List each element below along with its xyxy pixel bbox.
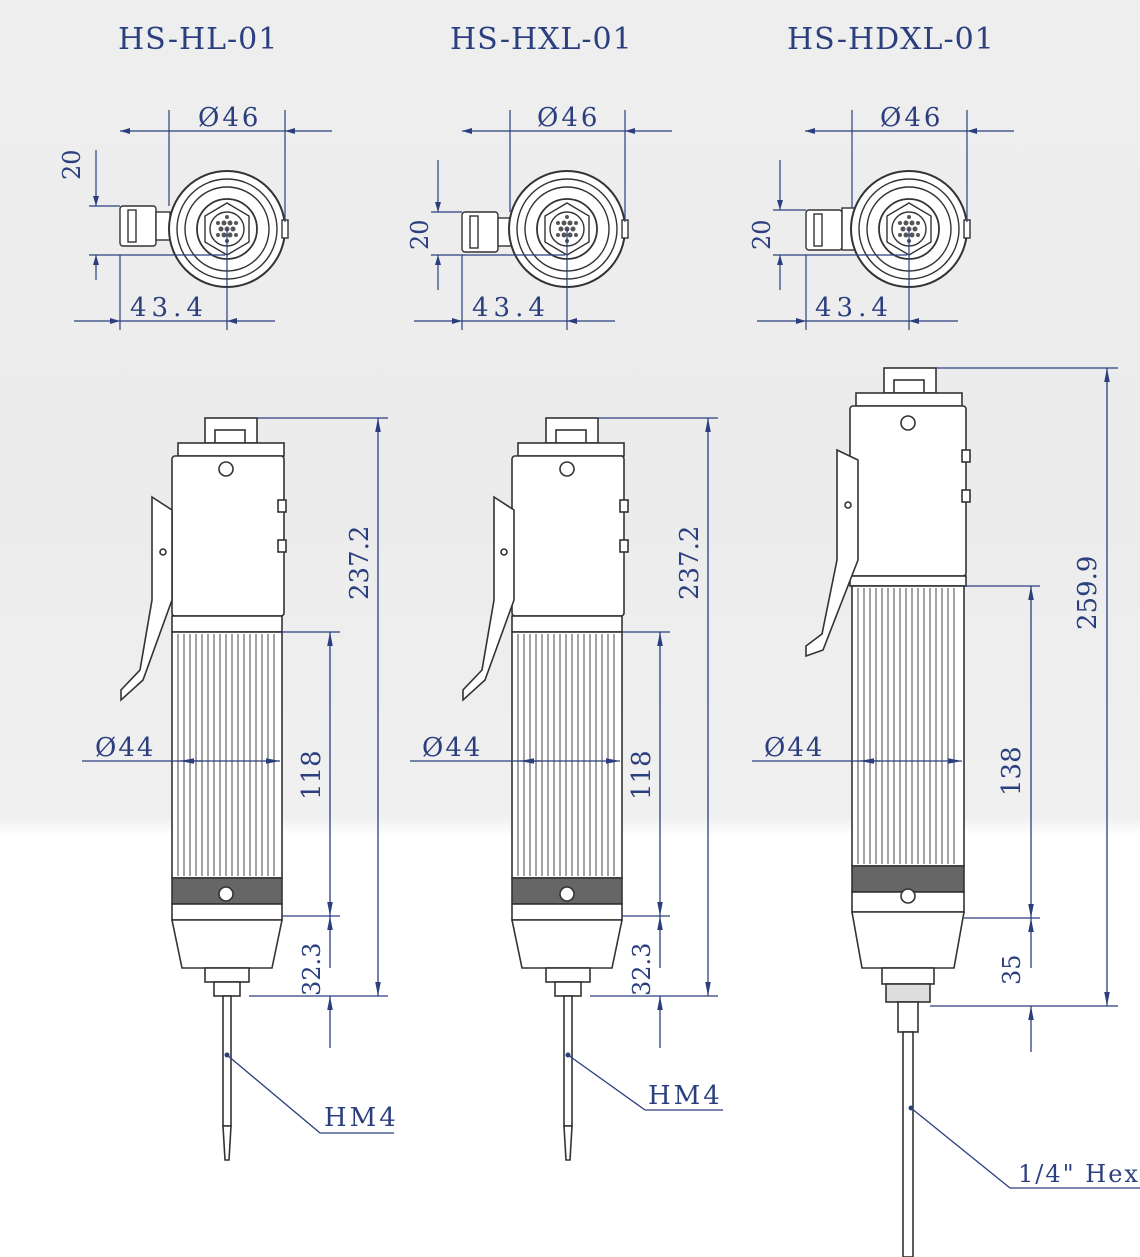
side-view-2-grip-diameter: Ø44 bbox=[422, 733, 482, 763]
top-view-2-dims bbox=[414, 110, 672, 330]
top-view-2 bbox=[461, 170, 629, 288]
side-view-1-total-length: 237.2 bbox=[345, 526, 375, 600]
model-title-1: HS-HL-01 bbox=[118, 22, 279, 57]
top-view-3 bbox=[805, 170, 971, 288]
side-view-3-grip-length: 138 bbox=[997, 746, 1027, 796]
side-view-2-nose-length: 32.3 bbox=[628, 943, 656, 996]
side-view-1 bbox=[120, 417, 287, 1161]
side-view-3-nose-length: 35 bbox=[998, 954, 1026, 985]
side-view-3-grip-diameter: Ø44 bbox=[764, 733, 824, 763]
side-view-2-total-length: 237.2 bbox=[675, 526, 705, 600]
side-view-2-grip-length: 118 bbox=[627, 750, 657, 800]
side-view-2-dims bbox=[410, 417, 723, 1111]
side-view-1-grip-length: 118 bbox=[297, 750, 327, 800]
top-view-1-diameter: Ø46 bbox=[198, 103, 261, 133]
side-view-3 bbox=[805, 367, 971, 1257]
model-title-2: HS-HXL-01 bbox=[450, 22, 633, 57]
side-view-1-bit: HM4 bbox=[324, 1103, 399, 1133]
top-view-3-width: 43.4 bbox=[815, 293, 893, 323]
side-view-1-grip-diameter: Ø44 bbox=[95, 733, 155, 763]
top-view-3-height: 20 bbox=[748, 219, 776, 250]
side-view-2 bbox=[462, 417, 629, 1161]
top-view-3-dims bbox=[757, 110, 1014, 330]
grip-ribs-1 bbox=[177, 634, 275, 876]
side-view-3-total-length: 259.9 bbox=[1073, 556, 1103, 630]
side-view-3-bit: 1/4" Hex bbox=[1018, 1160, 1140, 1188]
top-view-1-width: 43.4 bbox=[130, 293, 208, 323]
top-view-2-diameter: Ø46 bbox=[537, 103, 600, 133]
top-view-1 bbox=[119, 170, 289, 288]
side-view-1-nose-length: 32.3 bbox=[298, 943, 326, 996]
top-view-2-width: 43.4 bbox=[472, 293, 550, 323]
side-view-2-bit: HM4 bbox=[648, 1081, 723, 1111]
top-view-1-height: 20 bbox=[58, 149, 86, 180]
top-view-2-height: 20 bbox=[406, 219, 434, 250]
model-title-3: HS-HDXL-01 bbox=[787, 22, 995, 57]
side-view-1-dims bbox=[82, 417, 394, 1134]
grip-ribs-2 bbox=[517, 634, 615, 876]
top-view-1-dims bbox=[74, 110, 332, 330]
side-view-3-dims bbox=[752, 367, 1140, 1189]
grip-ribs-3 bbox=[857, 588, 955, 864]
top-view-3-diameter: Ø46 bbox=[880, 103, 943, 133]
